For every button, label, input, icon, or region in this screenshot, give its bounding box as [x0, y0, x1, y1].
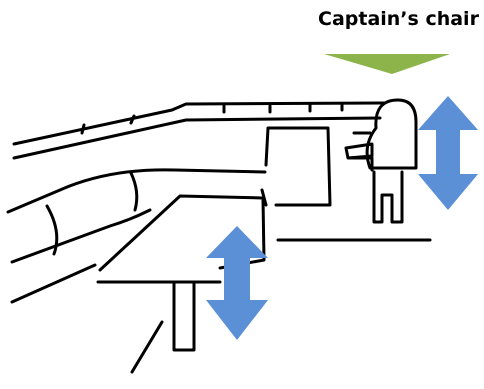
- settee-cushion-left: [45, 204, 59, 256]
- chair-armrest: [344, 142, 374, 160]
- down-chevron-pointer-icon: [324, 54, 450, 74]
- settee-back: [6, 168, 267, 214]
- chair-back: [365, 98, 418, 170]
- chair-post: [372, 170, 404, 224]
- settee-front: [10, 208, 152, 264]
- double-headed-vertical-arrow-icon: [418, 96, 478, 210]
- boat-outline: [6, 98, 432, 374]
- cabinet-block: [264, 126, 332, 207]
- chair-seat: [348, 156, 374, 172]
- table-pedestal: [172, 282, 196, 352]
- rail-ticks: [80, 102, 344, 135]
- captains-chair-label: Captain’s chair: [318, 8, 479, 30]
- settee-bottom-line: [10, 263, 97, 304]
- floor-line: [130, 320, 164, 374]
- double-headed-vertical-arrow-icon: [206, 226, 268, 340]
- rail-upper-line: [12, 101, 386, 146]
- rail-lower-line: [12, 116, 382, 160]
- settee-cushion-mid: [129, 171, 139, 212]
